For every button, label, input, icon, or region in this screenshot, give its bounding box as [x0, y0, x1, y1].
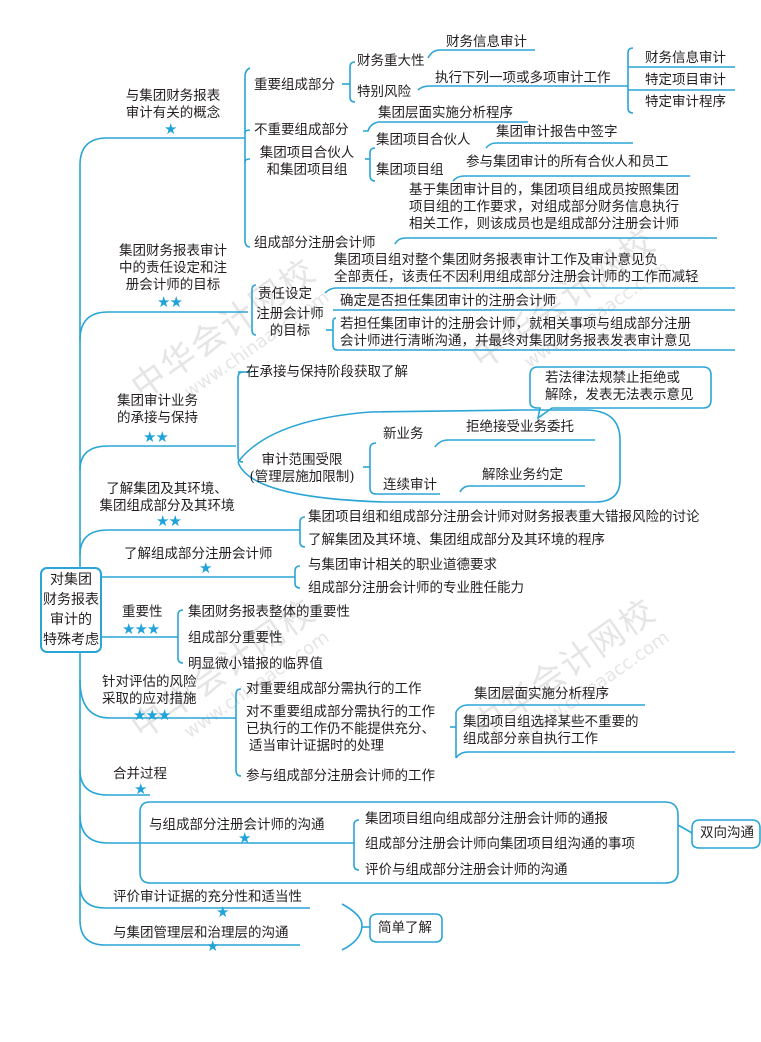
option-financial-info-audit: 财务信息审计	[645, 50, 726, 66]
node-financial-significance: 财务重大性	[357, 53, 425, 69]
node-partner-desc: 集团审计报告中签字	[496, 124, 618, 140]
node-perform-audit-work: 执行下列一项或多项审计工作	[435, 70, 611, 86]
env-item-2: 了解集团及其环境、集团组成部分及其环境的程序	[308, 532, 605, 548]
star-rating: ★	[216, 903, 229, 921]
objective-item-2: 若担任集团审计的注册会计师，就相关事项与组成部分注册 会计师进行清晰沟通，并最终…	[340, 316, 691, 349]
node-special-risk: 特别风险	[357, 84, 411, 100]
node-non-significant-component: 不重要组成部分	[254, 122, 349, 138]
branch-responsibility-title: 集团财务报表审计 中的责任设定和注 册会计师的目标	[119, 243, 227, 293]
node-decline-engagement: 拒绝接受业务委托	[466, 419, 574, 435]
option-specific-procedures: 特定审计程序	[645, 94, 726, 110]
materiality-item-2: 组成部分重要性	[188, 630, 283, 646]
node-component-auditor: 组成部分注册会计师	[254, 235, 376, 251]
node-significant-component: 重要组成部分	[254, 77, 335, 93]
branch-understanding-auditor-title: 了解组成部分注册会计师	[124, 546, 273, 562]
materiality-item-1: 集团财务报表整体的重要性	[188, 604, 350, 620]
response-item-2: 对不重要组成部分需执行的工作 已执行的工作仍不能提供充分、 适当审计证据时的处理	[246, 704, 435, 754]
option-specific-item-audit: 特定项目审计	[645, 72, 726, 88]
node-engagement-partner: 集团项目合伙人	[376, 132, 471, 148]
star-rating: ★★	[143, 428, 169, 446]
root-node: 对集团 财务报表 审计的 特殊考虑	[40, 567, 102, 653]
node-partner-and-team: 集团项目合伙人 和集团项目组	[259, 145, 355, 178]
communication-item-2: 组成部分注册会计师向集团项目组沟通的事项	[365, 836, 635, 852]
communication-item-3: 评价与组成部分注册会计师的沟通	[365, 862, 568, 878]
node-continuing-audit: 连续审计	[383, 477, 437, 493]
node-responsibility-setting: 责任设定	[258, 286, 312, 302]
branch-communication-auditor-title: 与组成部分注册会计师的沟通	[149, 817, 325, 833]
star-rating: ★	[199, 559, 212, 577]
node-withdraw-engagement: 解除业务约定	[482, 467, 563, 483]
star-rating: ★	[238, 829, 251, 847]
response-item-3: 参与组成部分注册会计师的工作	[246, 768, 435, 784]
objective-item-1: 确定是否担任集团审计的注册会计师	[340, 293, 556, 309]
star-rating: ★	[206, 937, 219, 955]
node-group-analytical-procedures: 集团层面实施分析程序	[378, 105, 513, 121]
component-auditor-desc: 基于集团审计目的，集团项目组成员按照集团 项目组的工作要求，对组成部分财务信息执…	[409, 182, 679, 232]
branch-concepts-title: 与集团财务报表 审计有关的概念	[125, 88, 221, 121]
response-item-1: 对重要组成部分需执行的工作	[246, 681, 422, 697]
env-item-1: 集团项目组和组成部分注册会计师对财务报表重大错报风险的讨论	[308, 509, 700, 525]
star-rating: ★★	[157, 293, 183, 311]
star-rating: ★★	[156, 512, 182, 530]
auditor-item-1: 与集团审计相关的职业道德要求	[308, 557, 497, 573]
callout-disclaimer: 若法律法规禁止拒绝或 解除，发表无法表示意见	[545, 370, 694, 403]
branch-understanding-env-title: 了解集团及其环境、 集团组成部分及其环境	[99, 481, 235, 514]
star-rating: ★	[134, 780, 147, 798]
materiality-item-3: 明显微小错报的临界值	[188, 656, 323, 672]
star-rating: ★★★	[133, 706, 171, 724]
responsibility-desc: 集团项目组对整个集团财务报表审计工作及审计意见负 全部责任，该责任不因利用组成部…	[334, 252, 699, 285]
star-rating: ★	[164, 120, 177, 138]
branch-evaluate-evidence-title: 评价审计证据的充分性和适当性	[113, 889, 302, 905]
branch-materiality-title: 重要性	[122, 604, 163, 620]
branch-acceptance-title: 集团审计业务 的承接与保持	[117, 393, 198, 426]
node-obtain-understanding: 在承接与保持阶段获取了解	[246, 364, 408, 380]
branch-communication-mgmt-title: 与集团管理层和治理层的沟通	[113, 925, 289, 941]
response-sub-1: 集团层面实施分析程序	[474, 686, 609, 702]
callout-brief-understanding: 简单了解	[378, 920, 432, 936]
node-auditor-objective: 注册会计师 的目标	[256, 306, 324, 339]
node-new-engagement: 新业务	[383, 426, 424, 442]
node-scope-limitation: 审计范围受限 (管理层施加限制)	[249, 452, 355, 485]
node-team-desc: 参与集团审计的所有合伙人和员工	[466, 154, 669, 170]
star-rating: ★★★	[122, 620, 160, 638]
communication-item-1: 集团项目组向组成部分注册会计师的通报	[365, 811, 608, 827]
node-financial-info-audit: 财务信息审计	[446, 34, 527, 50]
response-sub-2: 集团项目组选择某些不重要的 组成部分亲自执行工作	[463, 714, 639, 747]
branch-response-title: 针对评估的风险 采取的应对措施	[102, 674, 197, 707]
auditor-item-2: 组成部分注册会计师的专业胜任能力	[308, 580, 524, 596]
callout-two-way: 双向沟通	[700, 825, 754, 841]
node-engagement-team: 集团项目组	[376, 162, 444, 178]
branch-consolidation-title: 合并过程	[113, 766, 167, 782]
